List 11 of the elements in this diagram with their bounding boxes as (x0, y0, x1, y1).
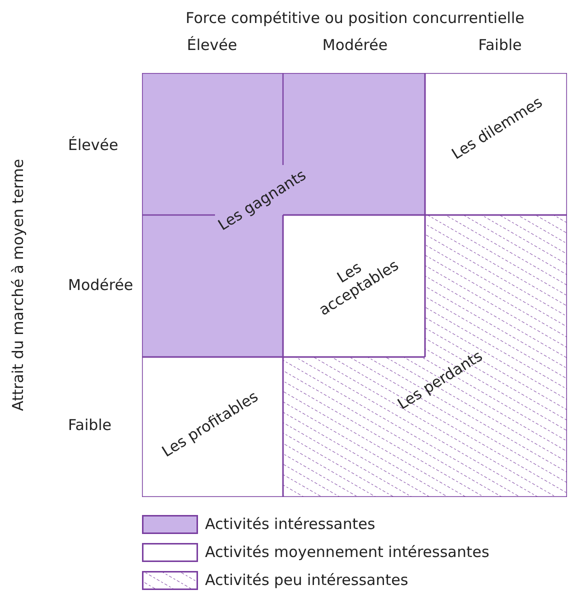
legend-label: Activités peu intéressantes (205, 571, 408, 589)
axis-tick-label: Modérée (68, 276, 134, 294)
axis-tick-label: Élevée (186, 36, 238, 54)
axis-tick-label: Modérée (322, 36, 388, 54)
axis-title: Attrait du marché à moyen terme (9, 158, 27, 412)
axis-tick-label: Élevée (68, 136, 118, 154)
axis-tick-label: Faible (68, 416, 112, 434)
axis-tick-label: Faible (478, 36, 522, 54)
legend-label: Activités moyennement intéressantes (205, 543, 490, 561)
axis-title: Force compétitive ou position concurrentielle (186, 9, 524, 27)
legend-label: Activités intéressantes (205, 515, 376, 533)
